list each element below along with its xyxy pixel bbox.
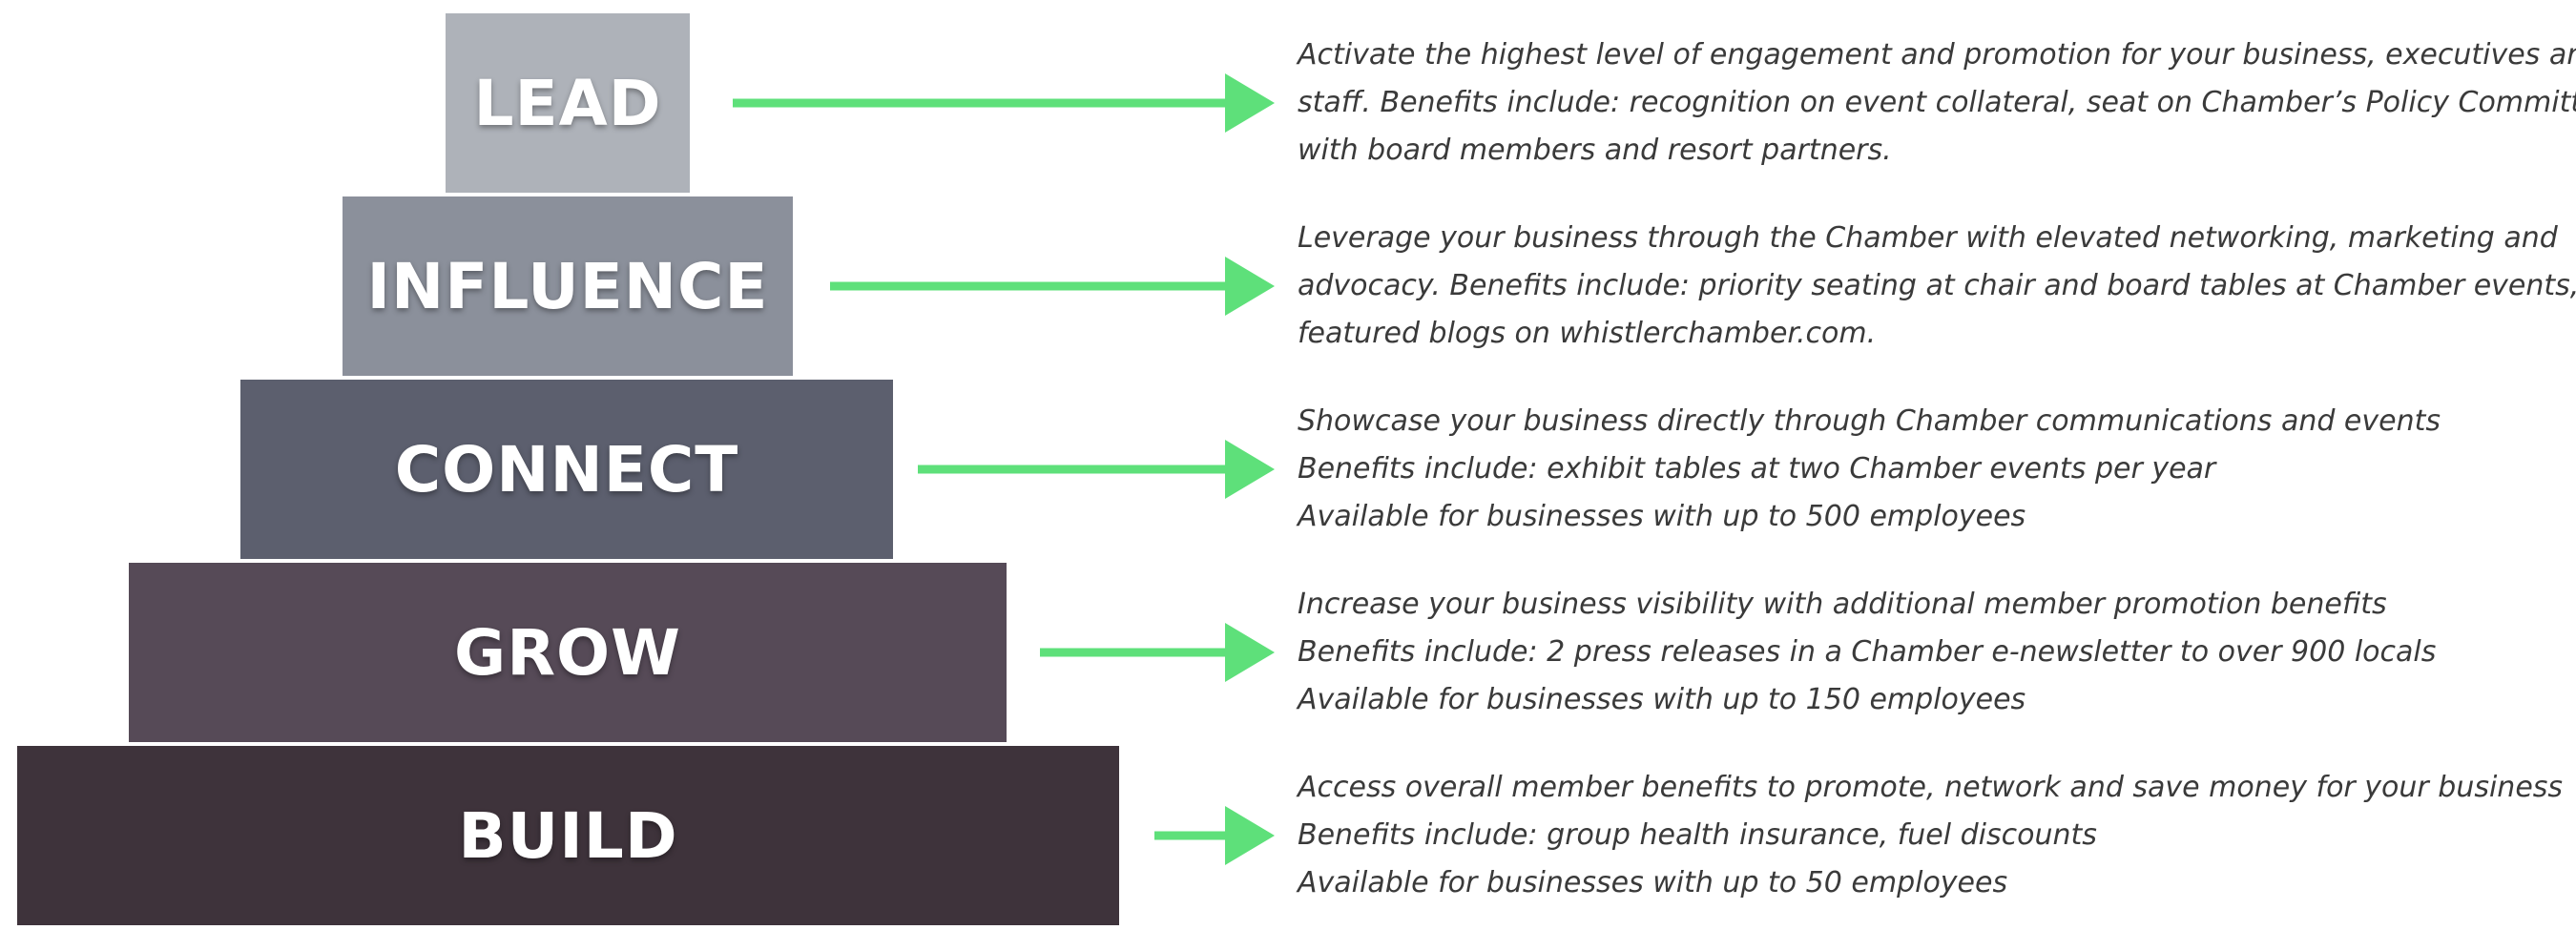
description-line: Increase your business visibility with a… <box>1298 588 2387 621</box>
description-line: Available for businesses with up to 150 … <box>1298 683 2026 716</box>
tier-build: BUILD <box>17 746 1119 925</box>
arrow-icon <box>918 440 1275 499</box>
tier-description-build: Access overall member benefits to promot… <box>1298 764 2566 907</box>
description-line: featured blogs on whistlerchamber.com. <box>1298 317 1877 350</box>
arrow-head <box>1225 806 1275 865</box>
tier-label-build: BUILD <box>458 798 678 873</box>
tier-description-influence: Leverage your business through the Chamb… <box>1298 215 2576 358</box>
tier-connect: CONNECT <box>240 380 893 559</box>
arrow-icon <box>1154 806 1275 865</box>
description-line: with board members and resort partners. <box>1298 134 1892 167</box>
tier-label-grow: GROW <box>454 615 681 690</box>
arrow-head <box>1225 440 1275 499</box>
description-line: Showcase your business directly through … <box>1298 404 2441 438</box>
tier-grow: GROW <box>129 563 1007 742</box>
description-line: advocacy. Benefits include: priority sea… <box>1298 269 2576 302</box>
tier-description-grow: Increase your business visibility with a… <box>1298 581 2566 724</box>
tier-description-connect: Showcase your business directly through … <box>1298 398 2566 541</box>
arrow-icon <box>1040 623 1275 682</box>
tier-influence: INFLUENCE <box>343 196 793 376</box>
description-line: staff. Benefits include: recognition on … <box>1298 86 2576 119</box>
description-line: Access overall member benefits to promot… <box>1298 771 2564 804</box>
tier-description-lead: Activate the highest level of engagement… <box>1298 31 2576 175</box>
tier-lead: LEAD <box>446 13 690 193</box>
description-line: Activate the highest level of engagement… <box>1298 38 2576 72</box>
arrow-icon <box>830 257 1275 316</box>
arrow-icon <box>733 73 1275 133</box>
description-line: Leverage your business through the Chamb… <box>1298 221 2558 255</box>
tier-label-influence: INFLUENCE <box>366 249 769 323</box>
description-line: Available for businesses with up to 500 … <box>1298 500 2026 533</box>
description-line: Available for businesses with up to 50 e… <box>1298 866 2008 899</box>
tier-label-connect: CONNECT <box>394 432 739 506</box>
description-line: Benefits include: exhibit tables at two … <box>1298 452 2216 486</box>
arrow-head <box>1225 257 1275 316</box>
description-line: Benefits include: group health insurance… <box>1298 818 2097 852</box>
description-line: Benefits include: 2 press releases in a … <box>1298 635 2437 669</box>
arrow-head <box>1225 623 1275 682</box>
arrow-head <box>1225 73 1275 133</box>
tier-label-lead: LEAD <box>473 66 662 140</box>
